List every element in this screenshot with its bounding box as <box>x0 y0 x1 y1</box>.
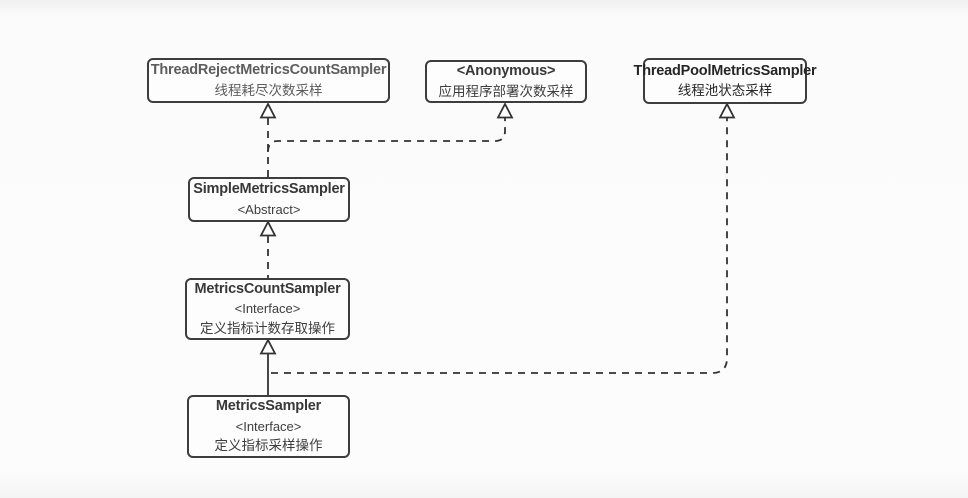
node-note: 线程池状态采样 <box>677 83 773 98</box>
arrowhead-threadpool <box>718 102 736 119</box>
node-title: MetricsCountSampler <box>194 280 341 297</box>
node-title: <Anonymous> <box>456 63 556 79</box>
class-node-metrics-count-sampler: MetricsCountSampler <Interface> 定义指标计数存取… <box>185 278 350 340</box>
class-node-simple-metrics-sampler: SimpleMetricsSampler <Abstract> <box>188 177 350 222</box>
arrowhead-threadreject <box>259 102 277 119</box>
node-stereotype: <Abstract> <box>237 201 301 217</box>
node-title: MetricsSampler <box>215 398 322 415</box>
node-stereotype: <Interface> <box>234 301 301 317</box>
node-title: ThreadPoolMetricsSampler <box>633 62 817 79</box>
class-node-metrics-sampler: MetricsSampler <Interface> 定义指标采样操作 <box>187 395 350 458</box>
arrowhead-metricscount <box>259 338 277 355</box>
class-node-thread-pool-metrics-sampler: ThreadPoolMetricsSampler 线程池状态采样 <box>634 58 817 104</box>
arrowhead-simple <box>259 220 277 237</box>
node-note: 定义指标采样操作 <box>214 438 323 454</box>
class-node-thread-reject-metrics-count-sampler: ThreadRejectMetricsCountSampler 线程耗尽次数采样 <box>147 58 390 103</box>
node-note: 线程耗尽次数采样 <box>214 82 323 98</box>
node-note: 应用程序部署次数采样 <box>438 83 574 99</box>
edge-simple-to-anonymous <box>267 118 506 153</box>
class-node-anonymous: <Anonymous> 应用程序部署次数采样 <box>425 60 587 103</box>
node-title: ThreadRejectMetricsCountSampler <box>150 62 387 78</box>
node-note: 定义指标计数存取操作 <box>200 320 335 336</box>
node-title: SimpleMetricsSampler <box>193 181 345 197</box>
node-stereotype: <Interface> <box>235 418 302 434</box>
arrowhead-anonymous <box>496 102 514 119</box>
